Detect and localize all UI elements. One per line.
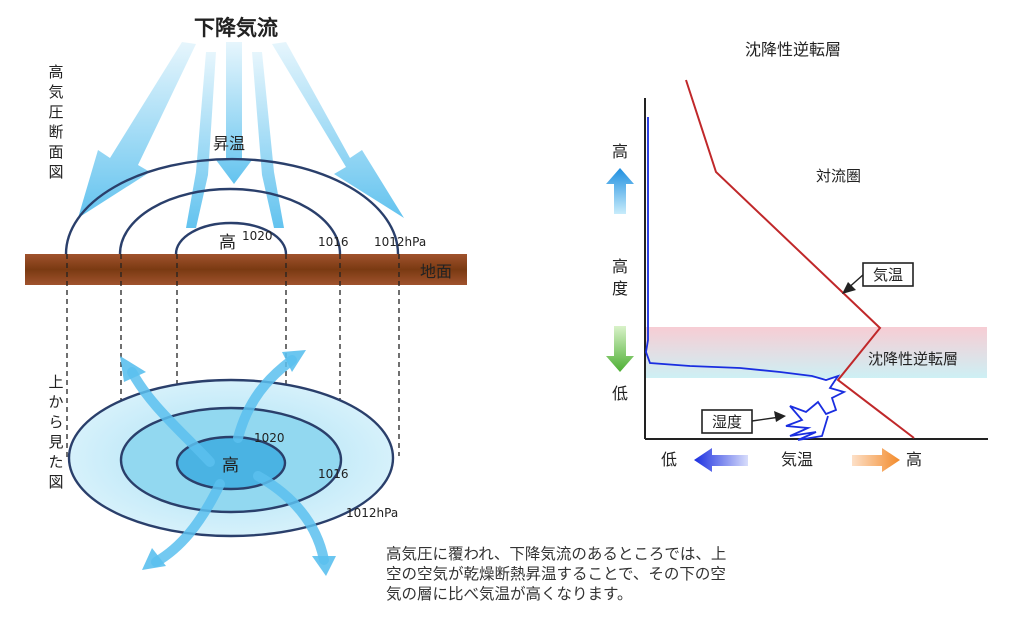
x-left-arrow [694,448,748,472]
svg-text:見: 見 [48,433,63,451]
right-title: 沈降性逆転層 [745,40,841,59]
svg-text:圧: 圧 [48,103,63,121]
downdraft-arrow-inner-right [252,52,284,228]
y-up-arrow [606,168,634,214]
svg-text:た: た [48,453,63,471]
top-isobar-label-1020: 1020 [254,431,285,445]
humidity-line [645,117,847,441]
svg-text:気: 気 [48,83,63,101]
warming-label: 昇温 [213,134,245,153]
x-right-arrow [852,448,900,472]
downdraft-arrow-center [216,42,252,184]
svg-text:上: 上 [48,373,63,391]
downdraft-title: 下降気流 [194,16,278,40]
divergent-flow-arrows [127,355,329,567]
isobar-arc-1012 [64,157,400,255]
svg-text:断: 断 [48,123,63,141]
y-axis-label-2: 度 [612,279,628,298]
y-high-label: 高 [612,142,628,161]
downdraft-arrow-right [272,42,404,218]
y-low-label: 低 [612,384,628,403]
x-axis-label: 気温 [781,450,813,469]
ground-bar [25,254,467,285]
isobar-arc-1016 [118,187,342,255]
isobar-label-1020: 1020 [242,229,273,243]
side-label-cross-section: 高 気 圧 断 面 図 [48,63,63,181]
svg-text:図: 図 [48,163,63,181]
svg-text:ら: ら [48,413,63,431]
air-temp-callout-box [862,262,914,287]
ground-label: 地面 [420,262,452,281]
isobar-label-1016: 1016 [318,235,349,249]
svg-text:面: 面 [48,143,63,161]
inversion-band [646,327,987,378]
troposphere-label: 対流圏 [816,167,861,185]
humidity-callout-box [701,409,753,434]
explanation-caption: 高気圧に覆われ、下降気流のあるところでは、上空の空気が乾燥断熱昇温することで、そ… [386,545,727,603]
inversion-label: 沈降性逆転層 [868,350,958,368]
y-down-arrow [606,326,634,372]
side-label-top-view: 上 か ら 見 た 図 [48,373,63,491]
cross-section-diagram: 地面 下降気流 昇温 高 1020 1016 1012hPa 高 気 圧 断 面… [25,16,467,285]
downdraft-arrow-left [78,42,196,218]
air-temperature-line [685,79,915,439]
svg-text:高: 高 [48,63,63,81]
svg-text:図: 図 [48,473,63,491]
high-label-cross: 高 [219,233,236,253]
top-isobar-label-1016: 1016 [318,467,349,481]
isobar-arc-1020 [174,221,288,255]
x-high-label: 高 [906,450,922,469]
downdraft-arrow-inner-left [186,52,216,228]
isobar-label-1012: 1012hPa [374,235,426,249]
y-axis-label-1: 高 [612,257,628,276]
divergent-flow-arrowheads [120,350,336,576]
inversion-profile-diagram: 沈降性逆転層 対流圏 沈降性逆転層 気温 湿度 高 高 度 低 低 気温 [606,40,988,472]
x-low-label: 低 [661,450,677,469]
top-view-diagram: 高 1020 1016 1012hPa 上 か ら 見 た 図 [48,350,398,576]
air-temp-callout-label: 気温 [873,266,903,284]
high-label-top: 高 [222,456,239,476]
humidity-callout-label: 湿度 [712,413,742,431]
top-isobar-label-1012: 1012hPa [346,506,398,520]
svg-text:か: か [48,393,63,411]
